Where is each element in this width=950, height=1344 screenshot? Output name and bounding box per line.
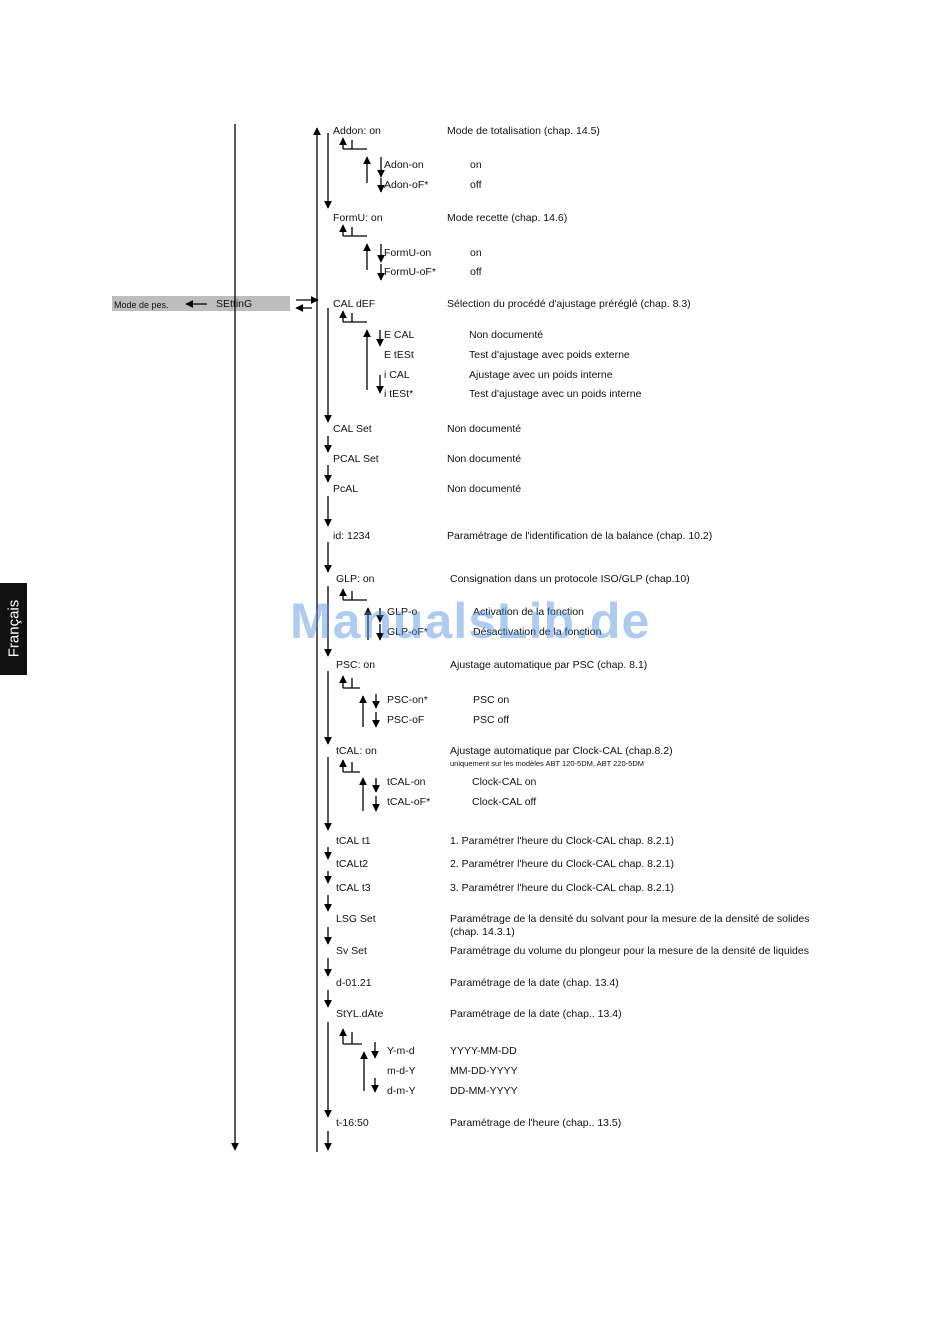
styl-option-code: m-d-Y xyxy=(387,1065,416,1077)
addon-option-desc: on xyxy=(470,159,482,171)
time-desc: Paramétrage de l'heure (chap.. 13.5) xyxy=(450,1117,622,1129)
tcal1-desc: 1. Paramétrer l'heure du Clock-CAL chap.… xyxy=(450,835,674,847)
glp-option-code: GLP-o xyxy=(387,606,418,618)
setting-label: SEttinG xyxy=(216,298,253,310)
formu-desc: Mode recette (chap. 14.6) xyxy=(447,212,568,224)
tcal-code: tCAL: on xyxy=(336,745,377,757)
id-code: id: 1234 xyxy=(333,530,371,542)
addon-code: Addon: on xyxy=(333,125,381,137)
date-code: d-01.21 xyxy=(336,977,372,989)
formu-option-desc: off xyxy=(470,266,482,278)
language-side-tab: Français xyxy=(0,583,27,675)
caldef-code: CAL dEF xyxy=(333,298,376,310)
tcal-note: uniquement sur les modèles ABT 120-5DM, … xyxy=(450,759,644,768)
caldef-option-code: i tESt* xyxy=(384,388,414,400)
psc-code: PSC: on xyxy=(336,659,376,671)
glp-code: GLP: on xyxy=(336,573,375,585)
addon-desc: Mode de totalisation (chap. 14.5) xyxy=(447,125,600,137)
psc-desc: Ajustage automatique par PSC (chap. 8.1) xyxy=(450,659,648,671)
styl-option-desc: MM-DD-YYYY xyxy=(450,1065,518,1077)
tcal-option-desc: Clock-CAL off xyxy=(472,796,537,808)
psc-option-code: PSC-oF xyxy=(387,714,425,726)
styl-option-code: Y-m-d xyxy=(387,1045,415,1057)
caldef-option-desc: Ajustage avec un poids interne xyxy=(469,369,613,381)
caldef-option-desc: Non documenté xyxy=(469,329,544,341)
caldef-option-code: E tESt xyxy=(384,349,414,361)
pcalset-desc: Non documenté xyxy=(447,453,522,465)
sv-code: Sv Set xyxy=(336,945,367,957)
lsg-code: LSG Set xyxy=(336,913,376,925)
pcal-code: PcAL xyxy=(333,483,359,495)
tcal-desc: Ajustage automatique par Clock-CAL (chap… xyxy=(450,745,673,757)
addon-option-code: Adon-on xyxy=(384,159,424,171)
pcal-desc: Non documenté xyxy=(447,483,522,495)
styl-option-desc: DD-MM-YYYY xyxy=(450,1085,518,1097)
tcal3-code: tCAL t3 xyxy=(336,882,371,894)
tcal2-desc: 2. Paramétrer l'heure du Clock-CAL chap.… xyxy=(450,858,674,870)
time-code: t-16:50 xyxy=(336,1117,369,1129)
lsg-desc-chapter: (chap. 14.3.1) xyxy=(450,926,515,938)
caldef-option-desc: Test d'ajustage avec un poids interne xyxy=(469,388,642,400)
styl-option-desc: YYYY-MM-DD xyxy=(450,1045,517,1057)
caldef-desc: Sélection du procédé d'ajustage préréglé… xyxy=(447,298,691,310)
formu-code: FormU: on xyxy=(333,212,383,224)
caldef-option-code: i CAL xyxy=(384,369,410,381)
addon-option-desc: off xyxy=(470,179,482,191)
tcal-option-code: tCAL-on xyxy=(387,776,426,788)
psc-option-code: PSC-on* xyxy=(387,694,428,706)
glp-desc: Consignation dans un protocole ISO/GLP (… xyxy=(450,573,690,585)
formu-option-code: FormU-on xyxy=(384,247,432,259)
tcal-option-desc: Clock-CAL on xyxy=(472,776,537,788)
styl-option-code: d-m-Y xyxy=(387,1085,416,1097)
glp-option-desc: Activation de la fonction xyxy=(473,606,584,618)
mode-label: Mode de pes. xyxy=(114,300,169,310)
formu-option-desc: on xyxy=(470,247,482,259)
tcal-option-code: tCAL-oF* xyxy=(387,796,431,808)
styl-desc: Paramétrage de la date (chap.. 13.4) xyxy=(450,1008,622,1020)
psc-option-desc: PSC off xyxy=(473,714,509,726)
glp-option-desc: Désactivation de la fonction xyxy=(473,626,602,638)
tcal2-code: tCALt2 xyxy=(336,858,369,870)
tcal3-desc: 3. Paramétrer l'heure du Clock-CAL chap.… xyxy=(450,882,674,894)
styl-code: StYL.dAte xyxy=(336,1008,384,1020)
calset-desc: Non documenté xyxy=(447,423,522,435)
caldef-option-code: E CAL xyxy=(384,329,415,341)
sv-desc: Paramétrage du volume du plongeur pour l… xyxy=(450,945,809,957)
caldef-option-desc: Test d'ajustage avec poids externe xyxy=(469,349,630,361)
addon-option-code: Adon-oF* xyxy=(384,179,429,191)
glp-option-code: GLP-oF* xyxy=(387,626,428,638)
watermark: ManualsLib.de xyxy=(290,593,651,649)
lsg-desc: Paramétrage de la densité du solvant pou… xyxy=(450,913,810,925)
formu-option-code: FormU-oF* xyxy=(384,266,436,278)
calset-code: CAL Set xyxy=(333,423,372,435)
psc-option-desc: PSC on xyxy=(473,694,510,706)
date-desc: Paramétrage de la date (chap. 13.4) xyxy=(450,977,619,989)
id-desc: Paramétrage de l'identification de la ba… xyxy=(447,530,713,542)
tcal1-code: tCAL t1 xyxy=(336,835,371,847)
pcalset-code: PCAL Set xyxy=(333,453,379,465)
